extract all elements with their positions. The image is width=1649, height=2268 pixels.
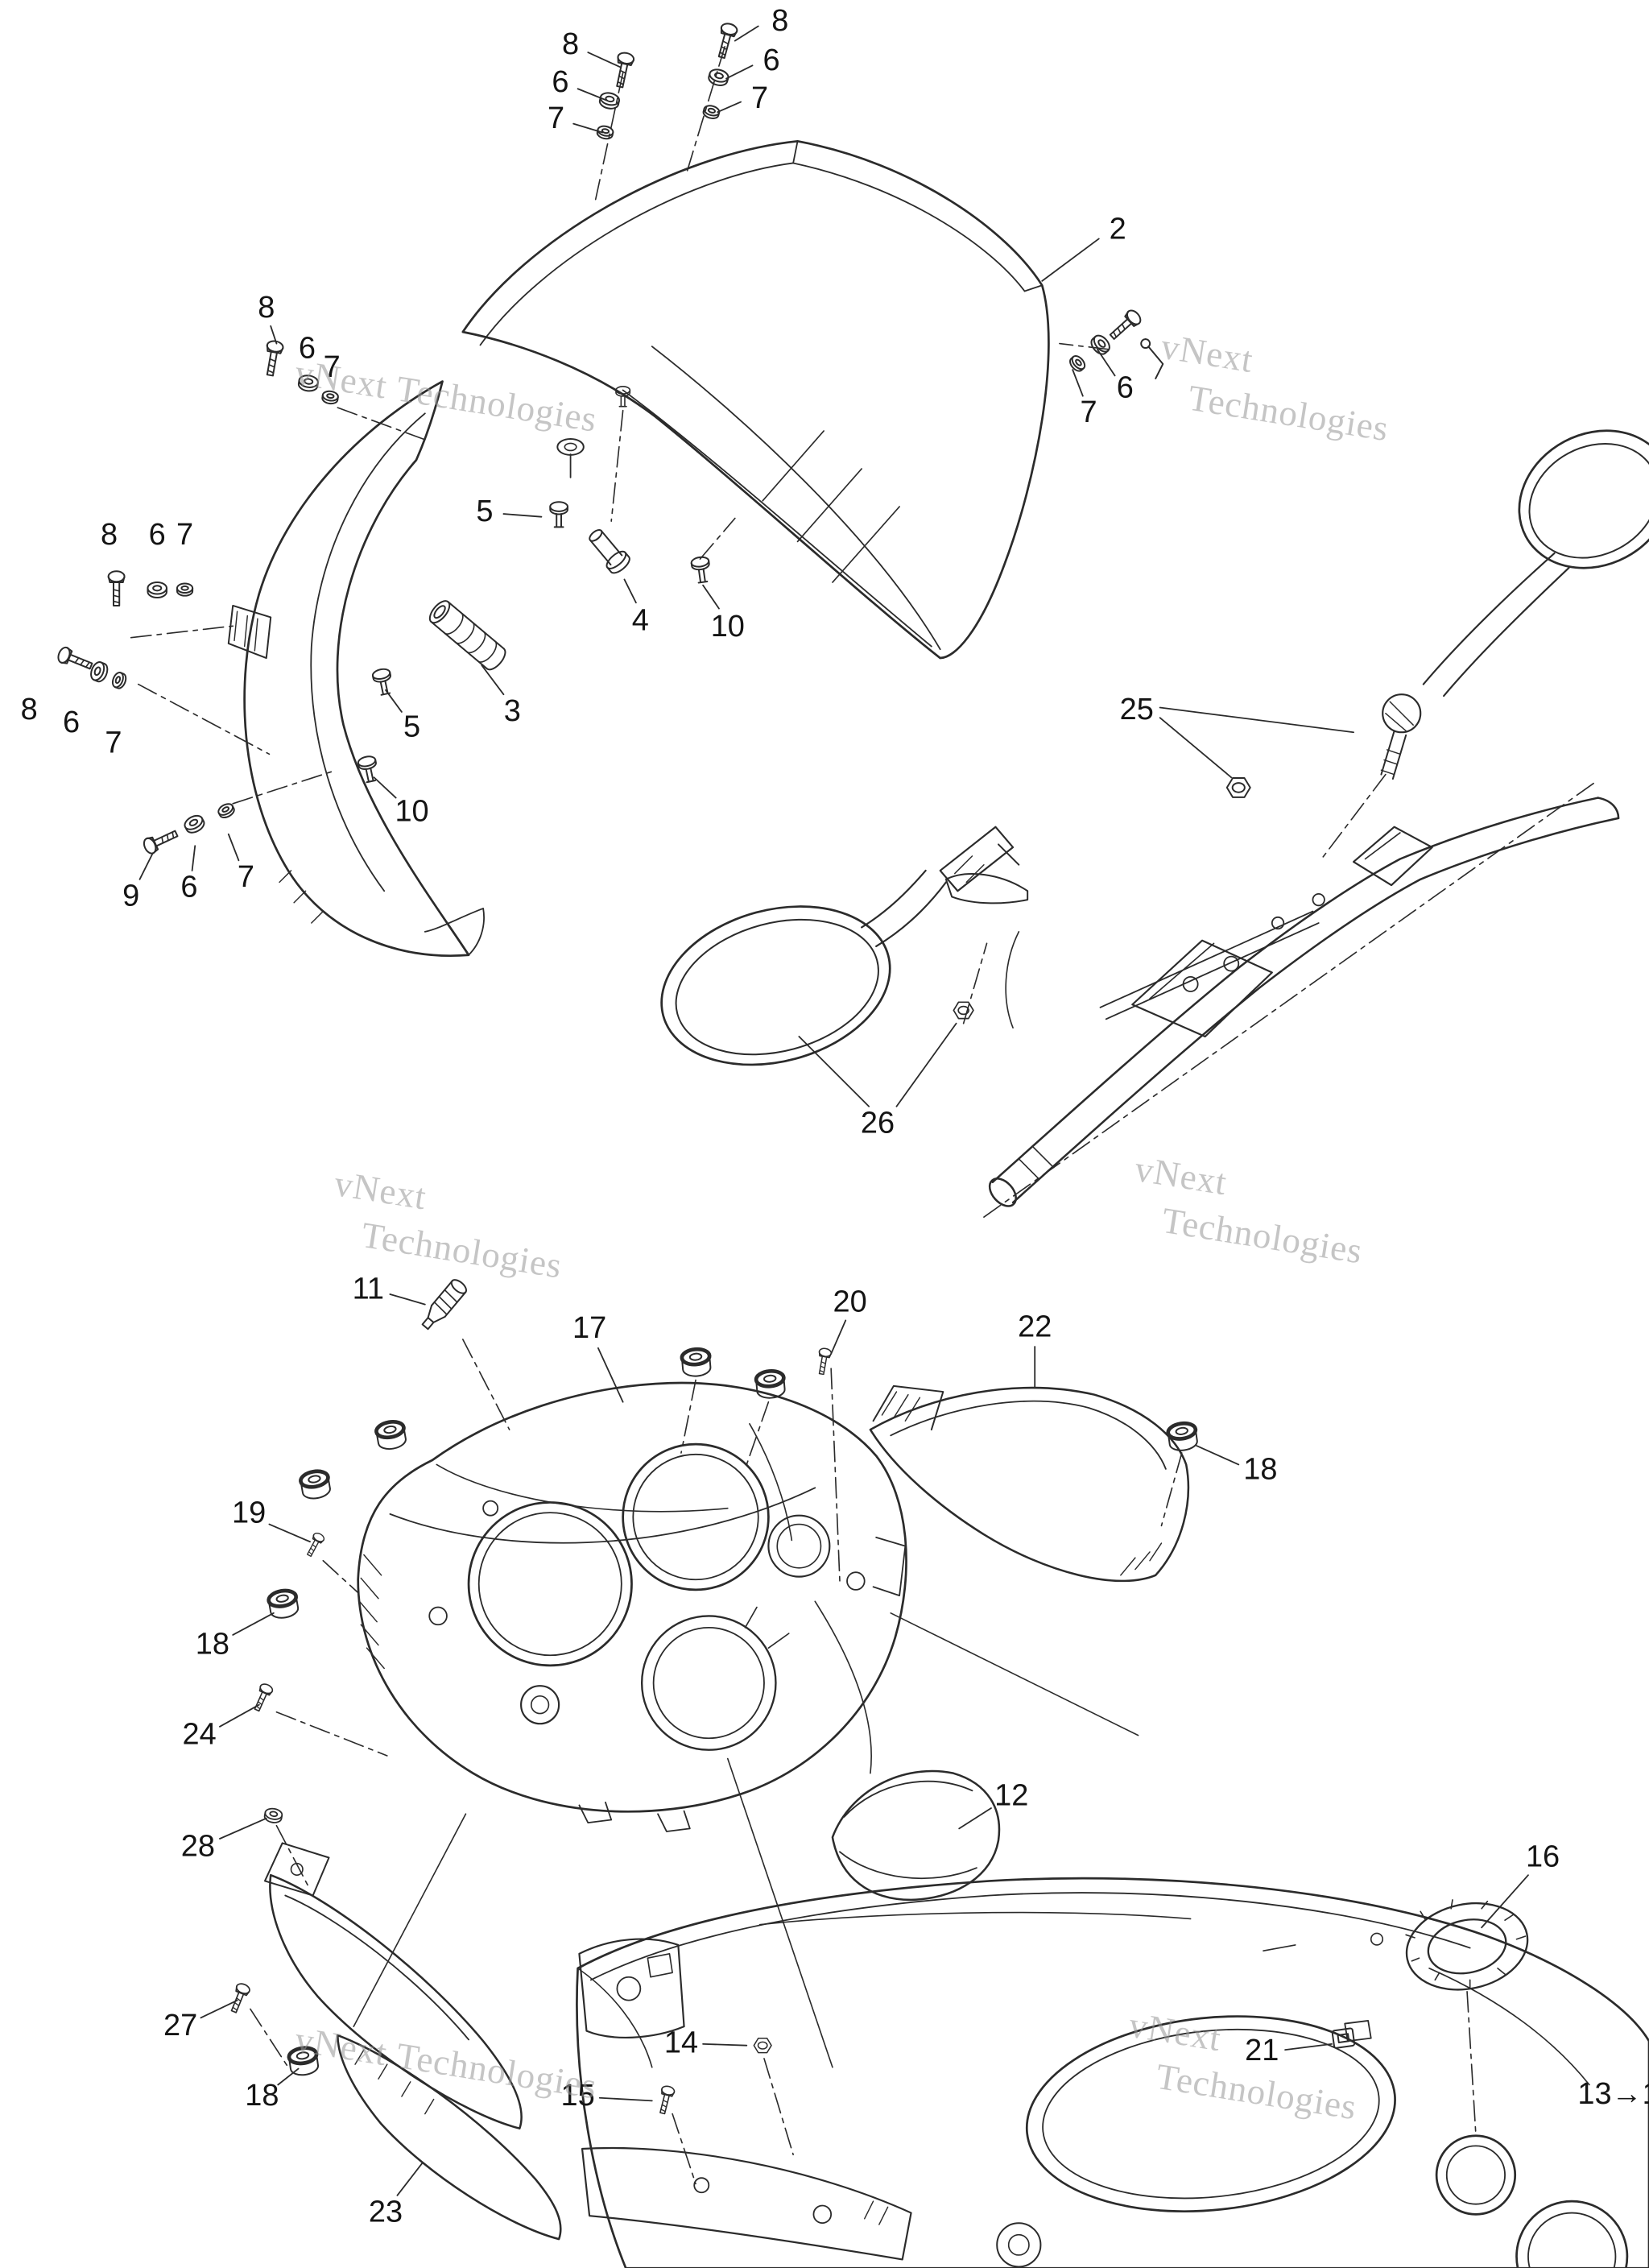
screw-icon [140, 825, 181, 857]
part-callout-7: 7 [751, 81, 769, 115]
part-callout-4: 4 [631, 604, 649, 638]
rivet-icon [549, 501, 569, 528]
plug-icon [417, 1276, 470, 1334]
washer-icon [215, 801, 238, 821]
part-callout-18: 18 [1243, 1452, 1278, 1487]
part-callout-16: 16 [1525, 1840, 1560, 1874]
part-callout-13→1: 13→1 [1577, 2077, 1649, 2112]
part-callout-9: 9 [122, 879, 140, 913]
screw-icon [610, 50, 636, 89]
front-fairing [227, 380, 585, 957]
part-callout-18: 18 [245, 2079, 279, 2113]
nut-icon [1225, 776, 1251, 799]
side-panels [263, 1842, 562, 2241]
screw-icon [655, 2084, 676, 2116]
grommet-icon [375, 1420, 407, 1451]
screw-icon [1106, 307, 1144, 344]
leader-lines [138, 25, 1529, 2196]
left-mirror [660, 826, 1020, 1066]
grommet-icon [1167, 1422, 1198, 1452]
washer-icon [147, 581, 168, 599]
part-callout-24: 24 [182, 1717, 217, 1752]
part-callout-19: 19 [231, 1496, 267, 1530]
part-callout-7: 7 [1080, 395, 1097, 430]
grommet-icon [267, 1589, 300, 1620]
grommet-icon [300, 1469, 332, 1500]
grip-icon [425, 596, 510, 674]
part-callout-27: 27 [163, 2009, 198, 2043]
part-callout-10: 10 [710, 610, 745, 644]
pin-icon [1140, 338, 1164, 379]
part-callout-6: 6 [1116, 370, 1134, 405]
part-callout-20: 20 [833, 1285, 867, 1319]
small-cover [831, 1769, 1001, 1902]
part-callout-26: 26 [860, 1106, 895, 1140]
grommet-icon [681, 1348, 711, 1377]
washer-icon [706, 66, 731, 89]
part-callout-11: 11 [352, 1272, 385, 1306]
screw-icon [304, 1530, 326, 1559]
handlebar-assembly [944, 797, 1620, 1207]
rivet-icon [370, 666, 395, 697]
windshield-trim [869, 1384, 1190, 1583]
part-callout-3: 3 [503, 694, 521, 728]
washer-icon [1066, 352, 1089, 375]
washer-icon [181, 812, 208, 837]
part-callout-10: 10 [395, 794, 429, 829]
screw-icon [226, 1980, 252, 2015]
screw-icon [55, 644, 95, 675]
part-callout-23: 23 [368, 2195, 403, 2229]
part-callout-6: 6 [763, 43, 780, 77]
part-callout-2: 2 [1109, 212, 1126, 246]
part-callout-28: 28 [180, 1830, 215, 1864]
part-callout-6: 6 [148, 518, 166, 553]
right-mirror [1380, 429, 1649, 780]
hardware-icons [55, 21, 1356, 2116]
part-callout-8: 8 [20, 693, 38, 726]
washer-icon [176, 582, 194, 597]
rivet-icon [689, 555, 713, 585]
part-callout-7: 7 [105, 726, 122, 760]
part-callout-8: 8 [101, 518, 118, 553]
nut-icon [753, 2037, 772, 2054]
part-callout-6: 6 [298, 332, 316, 366]
part-callout-12: 12 [994, 1778, 1029, 1813]
screw-icon [107, 570, 126, 607]
screw-icon [261, 338, 285, 378]
part-callout-21: 21 [1245, 2034, 1279, 2067]
washer-icon [110, 669, 129, 691]
part-callout-8: 8 [258, 291, 275, 325]
headlight-console [357, 1381, 907, 1832]
part-callout-22: 22 [1018, 1310, 1052, 1344]
part-callout-7: 7 [547, 101, 565, 136]
part-callout-6: 6 [180, 870, 198, 904]
part-callout-6: 6 [63, 706, 81, 740]
part-callout-7: 7 [237, 860, 255, 894]
part-callout-8: 8 [771, 4, 789, 38]
nut-icon [953, 1001, 974, 1020]
part-callout-17: 17 [572, 1311, 607, 1346]
part-callout-7: 7 [176, 518, 194, 553]
part-callout-5: 5 [476, 495, 494, 529]
screw-icon [814, 1347, 833, 1376]
washer-icon [262, 1806, 284, 1825]
centerlines [130, 46, 1595, 2185]
part-callout-5: 5 [403, 710, 421, 744]
lower-body-panel [576, 1877, 1649, 2268]
part-callout-14: 14 [663, 2026, 699, 2060]
part-callout-15: 15 [560, 2079, 595, 2113]
part-callout-7: 7 [323, 350, 341, 385]
bezel-ring [1405, 1899, 1529, 1991]
windshield [461, 139, 1050, 660]
part-callout-25: 25 [1119, 693, 1154, 726]
part-callout-8: 8 [562, 27, 580, 61]
part-callout-6: 6 [552, 65, 569, 99]
part-callout-18: 18 [195, 1627, 230, 1662]
spacer-icon [583, 524, 634, 577]
